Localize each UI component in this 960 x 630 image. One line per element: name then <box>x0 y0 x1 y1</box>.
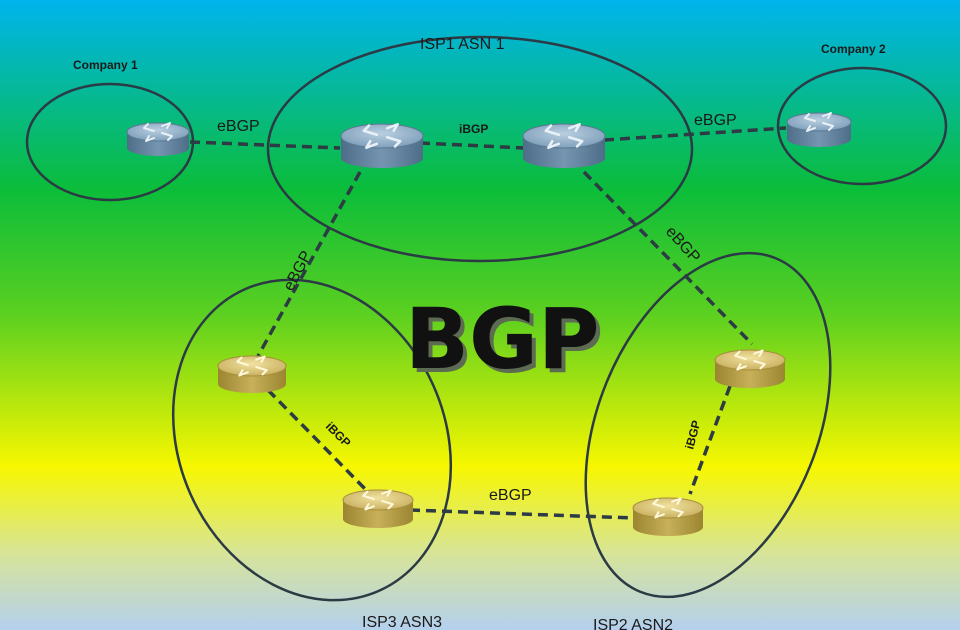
router-icon <box>714 349 786 388</box>
link-company1-isp1 <box>189 140 341 150</box>
link-label-company1-isp1: eBGP <box>217 118 260 135</box>
router-icon <box>632 497 704 536</box>
link-isp1-internal <box>419 141 525 150</box>
router-icon <box>340 123 424 168</box>
router-icon <box>786 112 852 147</box>
router-icon <box>342 489 414 528</box>
link-isp2-internal <box>688 385 732 495</box>
isp2-label: ISP2 ASN2 <box>593 617 673 630</box>
company2-label: Company 2 <box>821 42 886 56</box>
company2-boundary <box>776 66 948 186</box>
company1-label: Company 1 <box>73 58 138 72</box>
isp2-boundary <box>584 251 832 599</box>
router-icon <box>217 355 287 393</box>
link-isp1-isp2 <box>582 170 754 346</box>
isp1-label: ISP1 ASN 1 <box>420 36 505 53</box>
router-icon <box>126 122 190 156</box>
isp3-boundary <box>171 278 453 602</box>
isp3-label: ISP3 ASN3 <box>362 614 442 630</box>
link-label-isp1-company2: eBGP <box>694 112 737 129</box>
link-label-isp1-internal: iBGP <box>459 122 488 136</box>
diagram-title: BGP <box>405 290 600 388</box>
isp1-boundary <box>266 35 694 263</box>
router-icon <box>522 123 606 168</box>
link-isp1-isp3 <box>256 171 362 357</box>
title-shadow: BGP <box>409 294 604 392</box>
link-isp1-company2 <box>603 126 787 142</box>
link-isp3-internal <box>266 388 372 496</box>
link-isp3-isp2 <box>409 508 635 520</box>
link-label-isp3-isp2: eBGP <box>489 487 532 504</box>
